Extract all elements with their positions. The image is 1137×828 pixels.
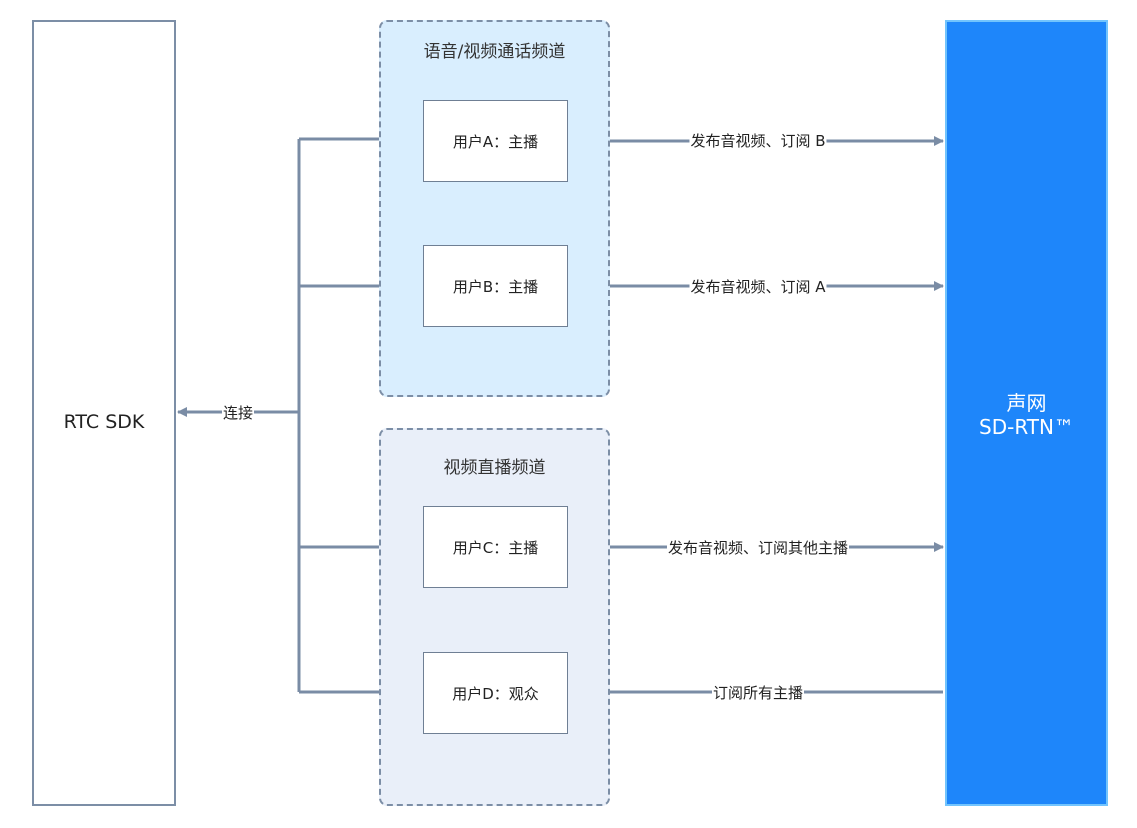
live-channel-zone: 视频直播频道 <box>379 428 610 806</box>
user-c-node: 用户C：主播 <box>423 506 568 588</box>
voice-video-channel-title: 语音/视频通话频道 <box>423 42 566 62</box>
edge-label-d: 订阅所有主播 <box>711 684 805 702</box>
sd-rtn-network-box: 声网 SD-RTN™ <box>945 20 1108 806</box>
network-sdrtn-label: SD-RTN™ <box>979 415 1074 439</box>
rtc-sdk-box: RTC SDK <box>32 20 176 806</box>
live-channel-title: 视频直播频道 <box>443 458 546 478</box>
user-d-node: 用户D：观众 <box>423 652 568 734</box>
rtc-sdk-label: RTC SDK <box>63 411 145 433</box>
network-name-label: 声网 <box>1006 391 1047 415</box>
edge-label-a: 发布音视频、订阅 B <box>689 132 827 150</box>
user-b-node: 用户B：主播 <box>423 245 568 327</box>
voice-video-channel-zone: 语音/视频通话频道 <box>379 20 610 397</box>
user-a-node: 用户A：主播 <box>423 100 568 182</box>
edge-label-c: 发布音视频、订阅其他主播 <box>666 539 850 557</box>
edge-label-b: 发布音视频、订阅 A <box>689 278 827 296</box>
connect-label: 连接 <box>221 404 255 422</box>
